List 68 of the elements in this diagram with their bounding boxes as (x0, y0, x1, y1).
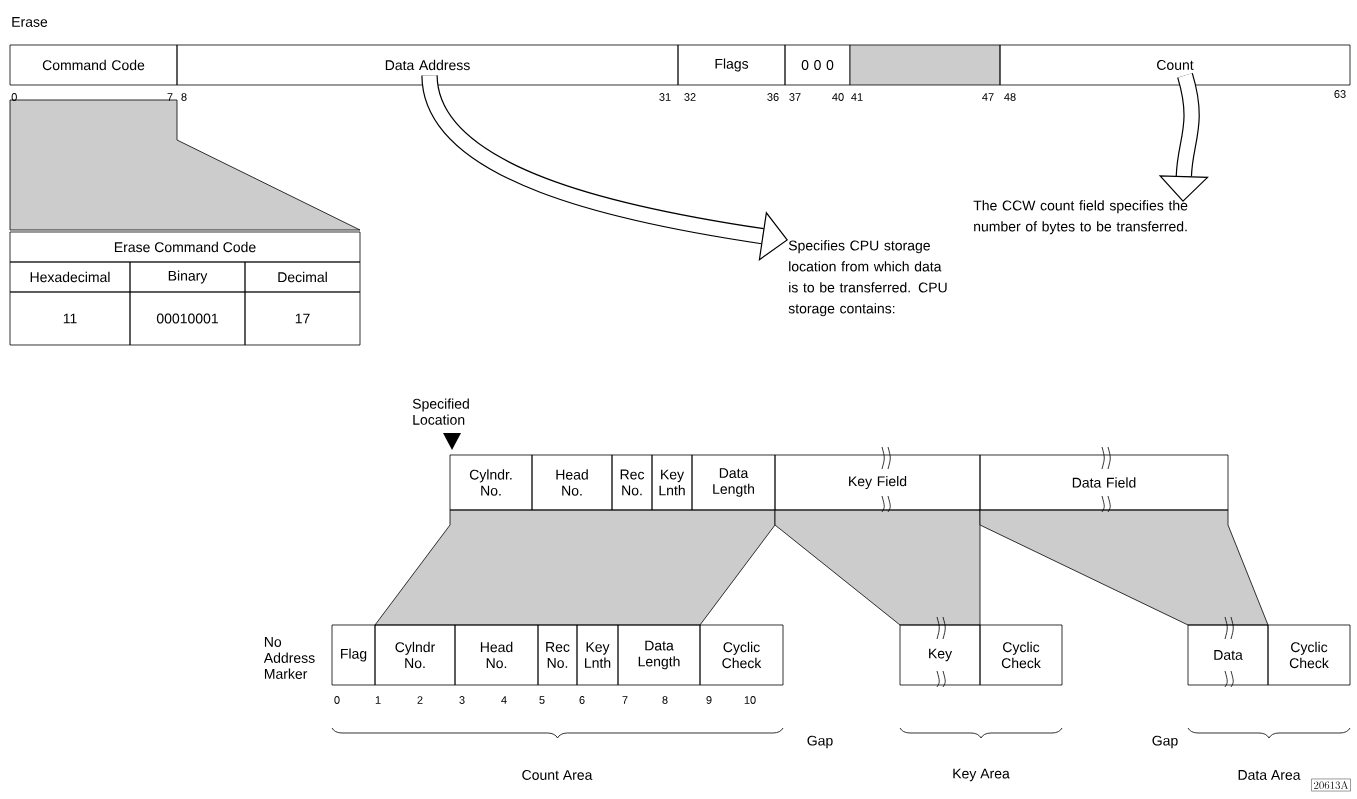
table-header: Erase Command Code (9, 231, 361, 263)
byte-number: 8 (662, 696, 668, 704)
text-label: No Address Marker (263, 637, 315, 679)
reserved-field (849, 44, 1001, 86)
bit-number: 41 (851, 93, 863, 101)
field-box: Data (1187, 624, 1269, 686)
field-box: Cylndr No. (374, 624, 456, 686)
bit-number: 37 (789, 93, 801, 101)
table-cell: 00010001 (129, 291, 246, 346)
bit-number: 31 (659, 93, 671, 101)
projection-band (979, 509, 1269, 626)
byte-number: 3 (459, 696, 465, 704)
projection-band (374, 509, 776, 626)
byte-number: 4 (501, 696, 507, 704)
field-box: Cyclic Check (699, 624, 784, 686)
byte-number: 1 (375, 696, 381, 704)
table-cell: 11 (9, 291, 131, 346)
description-text: The CCW count field specifies the number of bytes to be transferred. (973, 200, 1188, 235)
byte-number: 9 (706, 696, 712, 704)
field-box: Rec No. (537, 624, 578, 686)
field-box: Cylndr. No. (449, 454, 533, 511)
table-cell: 17 (244, 291, 361, 346)
bit-number: 40 (832, 93, 844, 101)
table-header: Hexadecimal (9, 261, 131, 293)
field-box: Key (899, 624, 981, 686)
field-box: Command Code (9, 44, 178, 86)
byte-number: 2 (417, 696, 423, 704)
byte-number: 7 (622, 696, 628, 704)
field-box: Flags (677, 44, 786, 86)
field-box: Flag (331, 624, 376, 686)
field-box: Count (999, 44, 1351, 86)
bit-number: 48 (1004, 93, 1016, 101)
text-label: Data Area (1238, 770, 1301, 780)
text-label: Count Area (522, 770, 593, 780)
field-box: Data Address (176, 44, 679, 86)
field-box: Rec No. (611, 454, 653, 511)
byte-number: 5 (539, 696, 545, 704)
field-box: Data Length (691, 454, 776, 511)
bit-number: 7 (167, 93, 173, 101)
bit-number: 8 (181, 93, 187, 101)
field-box: Cyclic Check (1267, 624, 1351, 686)
projection-band (774, 509, 981, 626)
field-box: Cyclic Check (979, 624, 1063, 686)
table-header: Decimal (244, 261, 361, 293)
description-text: Specifies CPU storage location from which data is to be transferred. CPU storage contains: (788, 240, 947, 317)
bit-number: 47 (982, 93, 994, 101)
bit-number: 36 (767, 93, 779, 101)
curved-arrow (421, 74, 788, 261)
field-box: Key Field (774, 454, 981, 511)
byte-number: 10 (744, 696, 756, 704)
field-box: Data Length (617, 624, 701, 686)
text-label: Gap (807, 735, 833, 749)
bit-number: 0 (11, 93, 17, 101)
text-label: Specified Location (412, 398, 469, 425)
field-box: Key Lnth (651, 454, 693, 511)
projection-band (9, 99, 361, 231)
field-box: Key Lnth (576, 624, 619, 686)
bit-number: 32 (684, 93, 696, 101)
figure-number: 20613A (1311, 778, 1351, 792)
title-text: Erase (12, 17, 48, 27)
text-label: Gap (1152, 735, 1178, 749)
field-box: Head No. (454, 624, 539, 686)
field-box: Head No. (531, 454, 613, 511)
field-box: Data Field (979, 454, 1229, 511)
table-header: Binary (129, 261, 246, 293)
byte-number: 0 (334, 696, 340, 704)
byte-number: 6 (579, 696, 585, 704)
text-label: Key Area (953, 768, 1010, 782)
